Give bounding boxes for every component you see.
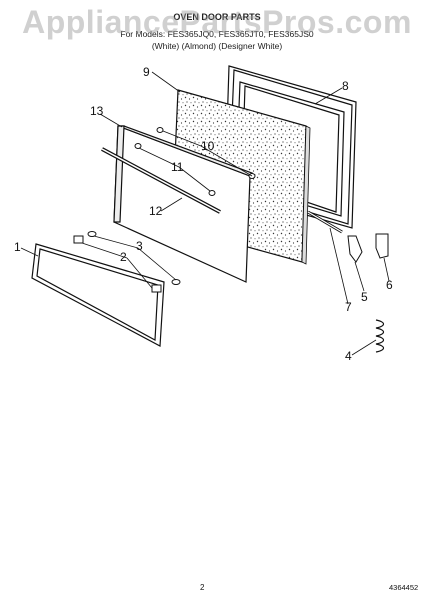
bracket-part [347, 233, 389, 263]
rod-part [307, 210, 343, 234]
callout-9: 9 [143, 65, 150, 79]
callout-12: 12 [149, 204, 163, 218]
callout-10: 10 [201, 139, 215, 153]
inner-door-panel-part [113, 125, 253, 283]
callout-1: 1 [14, 240, 21, 254]
part-code: 4364452 [389, 583, 419, 592]
callout-7: 7 [345, 300, 352, 314]
callout-13: 13 [90, 104, 104, 118]
page-number: 2 [200, 583, 205, 592]
callout-11: 11 [171, 160, 184, 174]
callout-3: 3 [136, 239, 143, 253]
callout-6: 6 [386, 278, 393, 292]
color-list: (White) (Almond) (Designer White) [151, 41, 283, 51]
leader-lines [20, 71, 390, 356]
diagram-title: OVEN DOOR PARTS [173, 12, 261, 22]
spring-part [375, 319, 385, 353]
handle-bar-part [101, 147, 221, 214]
callout-2: 2 [120, 250, 127, 264]
hinge-part [73, 231, 181, 293]
callout-5: 5 [361, 290, 368, 304]
callout-4: 4 [345, 349, 352, 363]
model-list: For Models: FES365JQ0, FES365JT0, FES365… [120, 29, 314, 39]
outer-glass-part [31, 243, 165, 347]
callout-8: 8 [342, 79, 349, 93]
